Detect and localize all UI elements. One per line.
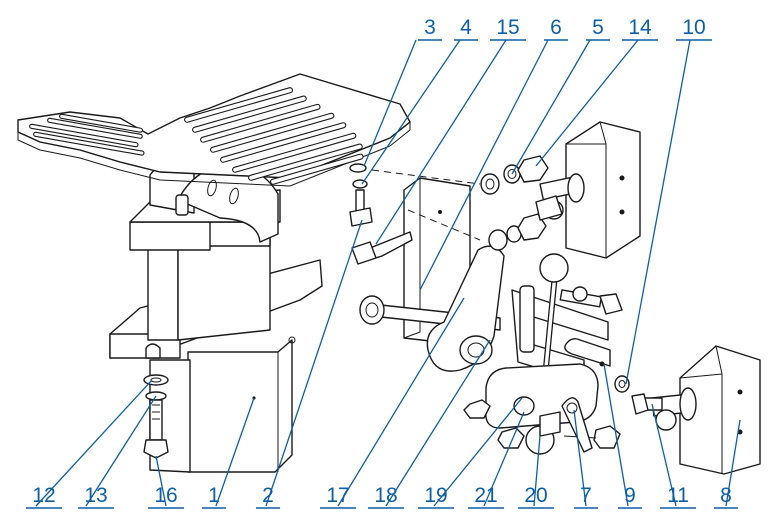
base-housing bbox=[187, 339, 293, 473]
leader-10 bbox=[625, 39, 691, 385]
leader-20 bbox=[533, 435, 541, 507]
callout-6: 6 bbox=[550, 16, 562, 39]
bolt-16 bbox=[143, 439, 169, 459]
callout-17: 17 bbox=[326, 484, 349, 507]
callout-5: 5 bbox=[592, 16, 604, 39]
callout-7: 7 bbox=[580, 484, 592, 507]
callout-20: 20 bbox=[524, 484, 547, 507]
leader-8 bbox=[725, 419, 741, 507]
callout-10: 10 bbox=[682, 16, 705, 39]
callout-11: 11 bbox=[667, 484, 689, 507]
nut-20 bbox=[539, 411, 561, 437]
ball-joint-top bbox=[539, 253, 569, 283]
mount-block-upper bbox=[535, 121, 641, 315]
callout-15: 15 bbox=[496, 16, 519, 39]
pedal-assembly bbox=[17, 73, 411, 473]
leader-1 bbox=[215, 397, 255, 507]
mount-block-lower bbox=[614, 345, 761, 475]
callout-21: 21 bbox=[474, 484, 497, 507]
callout-1: 1 bbox=[208, 484, 220, 507]
bolt-right bbox=[593, 425, 621, 449]
leader-3 bbox=[363, 39, 417, 167]
callouts-top: 3 4 15 6 5 14 10 bbox=[418, 16, 712, 41]
washer-6 bbox=[480, 173, 500, 195]
clip-7 bbox=[561, 397, 593, 453]
alignment-line-upper bbox=[371, 169, 481, 185]
washer-4 bbox=[352, 179, 368, 189]
leader-19 bbox=[433, 397, 523, 507]
leader-15 bbox=[375, 39, 507, 245]
pedal-body-side bbox=[147, 245, 179, 341]
callout-12: 12 bbox=[32, 484, 55, 507]
leader-17 bbox=[337, 297, 465, 507]
leader-2 bbox=[265, 219, 363, 507]
leader-21 bbox=[483, 411, 525, 507]
leader-12 bbox=[35, 379, 153, 507]
callout-9: 9 bbox=[624, 484, 636, 507]
nut-14 bbox=[517, 155, 549, 183]
rod-assembly bbox=[463, 253, 621, 455]
washer-10 bbox=[614, 375, 630, 393]
leader-4 bbox=[361, 39, 461, 185]
callout-19: 19 bbox=[424, 484, 447, 507]
callout-8: 8 bbox=[720, 484, 732, 507]
callout-13: 13 bbox=[84, 484, 107, 507]
leader-lines bbox=[35, 39, 741, 507]
washer-12 bbox=[143, 374, 169, 386]
leader-11 bbox=[651, 403, 677, 507]
alignment-line-lower bbox=[407, 209, 481, 241]
leader-6 bbox=[419, 39, 549, 291]
pin-head bbox=[359, 295, 385, 325]
callout-16: 16 bbox=[154, 484, 177, 507]
lever-arm bbox=[426, 245, 505, 372]
leader-18 bbox=[385, 339, 491, 507]
callout-2: 2 bbox=[262, 484, 274, 507]
washer-3 bbox=[349, 163, 367, 173]
callouts-bottom: 12 13 16 1 2 17 18 19 21 20 7 9 11 8 bbox=[26, 484, 738, 509]
callout-18: 18 bbox=[374, 484, 397, 507]
callout-14: 14 bbox=[628, 16, 652, 39]
leader-9 bbox=[603, 363, 629, 507]
leader-7 bbox=[573, 409, 587, 507]
callout-4: 4 bbox=[460, 16, 472, 39]
leader-13 bbox=[85, 395, 157, 507]
pedal-ribs bbox=[29, 87, 364, 185]
leader-16 bbox=[155, 455, 167, 507]
leader-14 bbox=[535, 39, 639, 167]
leader-5 bbox=[511, 39, 591, 175]
callout-3: 3 bbox=[424, 16, 436, 39]
